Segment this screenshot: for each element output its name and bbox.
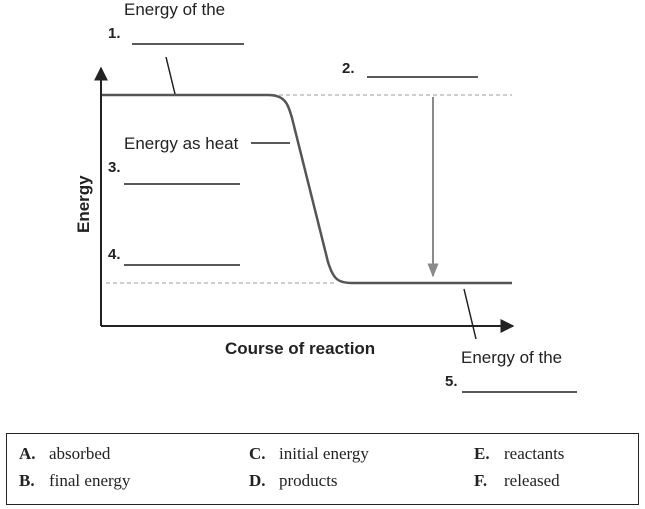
label-1-pointer	[165, 56, 176, 95]
label-5-pointer	[463, 288, 477, 340]
answer-key-text: final energy	[49, 471, 131, 490]
answer-key-item: D. products	[249, 471, 338, 491]
answer-key-text: released	[504, 471, 560, 490]
answer-key-text: initial energy	[279, 444, 369, 463]
energy-diagram: Energy of the 1. 2. Energy as heat 3. 4.…	[74, 0, 577, 393]
label-5-text: Energy of the	[461, 348, 562, 367]
label-2-number: 2.	[342, 60, 355, 77]
label-1-text: Energy of the	[124, 0, 225, 19]
label-1-number: 1.	[108, 25, 121, 42]
label-3-text: Energy as heat	[124, 134, 239, 153]
answer-key-text: absorbed	[49, 444, 111, 463]
answer-key-item: C. initial energy	[249, 444, 369, 464]
y-axis-label: Energy	[74, 175, 93, 233]
answer-key-letter: D.	[249, 471, 266, 490]
label-4-number: 4.	[108, 246, 121, 263]
answer-key-letter: F.	[474, 471, 488, 490]
energy-curve	[102, 93, 512, 285]
answer-key-letter: B.	[19, 471, 35, 490]
answer-key-item: F. released	[474, 471, 560, 491]
x-axis-label: Course of reaction	[225, 339, 375, 358]
answer-key-letter: C.	[249, 444, 266, 463]
answer-key-item: E. reactants	[474, 444, 564, 464]
answer-key-letter: A.	[19, 444, 36, 463]
answer-key-letter: E.	[474, 444, 490, 463]
answer-key-text: reactants	[504, 444, 565, 463]
answer-key-item: A. absorbed	[19, 444, 110, 464]
answer-key-box: A. absorbed B. final energy C. initial ener…	[6, 433, 639, 505]
label-3-number: 3.	[108, 159, 121, 176]
answer-key-text: products	[279, 471, 338, 490]
answer-key-item: B. final energy	[19, 471, 130, 491]
label-5-number: 5.	[445, 373, 458, 390]
